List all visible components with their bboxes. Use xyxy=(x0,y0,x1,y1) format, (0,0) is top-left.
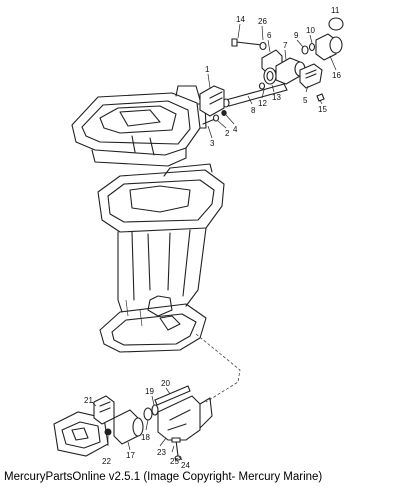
callouts: 1 2 3 4 5 6 7 8 9 10 11 12 13 14 15 16 1… xyxy=(84,6,341,470)
connection-line xyxy=(195,333,241,403)
callout-25: 25 xyxy=(170,457,179,466)
upper-shaft-assembly xyxy=(199,17,344,125)
copyright-caption: MercuryPartsOnline v2.5.1 (Image Copyrig… xyxy=(4,471,323,483)
callout-11: 11 xyxy=(331,6,340,15)
callout-14: 14 xyxy=(236,15,245,24)
callout-24: 24 xyxy=(181,461,190,470)
callout-26: 26 xyxy=(258,17,267,26)
driveshaft-housing xyxy=(97,163,225,353)
callout-13: 13 xyxy=(272,93,281,102)
callout-4: 4 xyxy=(233,125,238,134)
callout-16: 16 xyxy=(332,71,341,80)
callout-7: 7 xyxy=(283,41,288,50)
callout-6: 6 xyxy=(267,31,272,40)
callout-8: 8 xyxy=(251,106,256,115)
callout-19: 19 xyxy=(145,387,154,396)
callout-12: 12 xyxy=(258,99,267,108)
callout-1: 1 xyxy=(205,65,210,74)
callout-3: 3 xyxy=(210,139,215,148)
callout-5: 5 xyxy=(303,96,308,105)
mounting-plate xyxy=(71,85,207,167)
callout-22: 22 xyxy=(102,457,111,466)
callout-17: 17 xyxy=(126,451,135,460)
callout-23: 23 xyxy=(157,448,166,457)
callout-9: 9 xyxy=(294,31,299,40)
callout-15: 15 xyxy=(318,105,327,114)
callout-18: 18 xyxy=(141,433,150,442)
callout-2: 2 xyxy=(225,129,230,138)
lower-clamp-assembly xyxy=(53,385,213,461)
callout-20: 20 xyxy=(161,379,170,388)
callout-21: 21 xyxy=(84,396,93,405)
callout-10: 10 xyxy=(306,26,315,35)
